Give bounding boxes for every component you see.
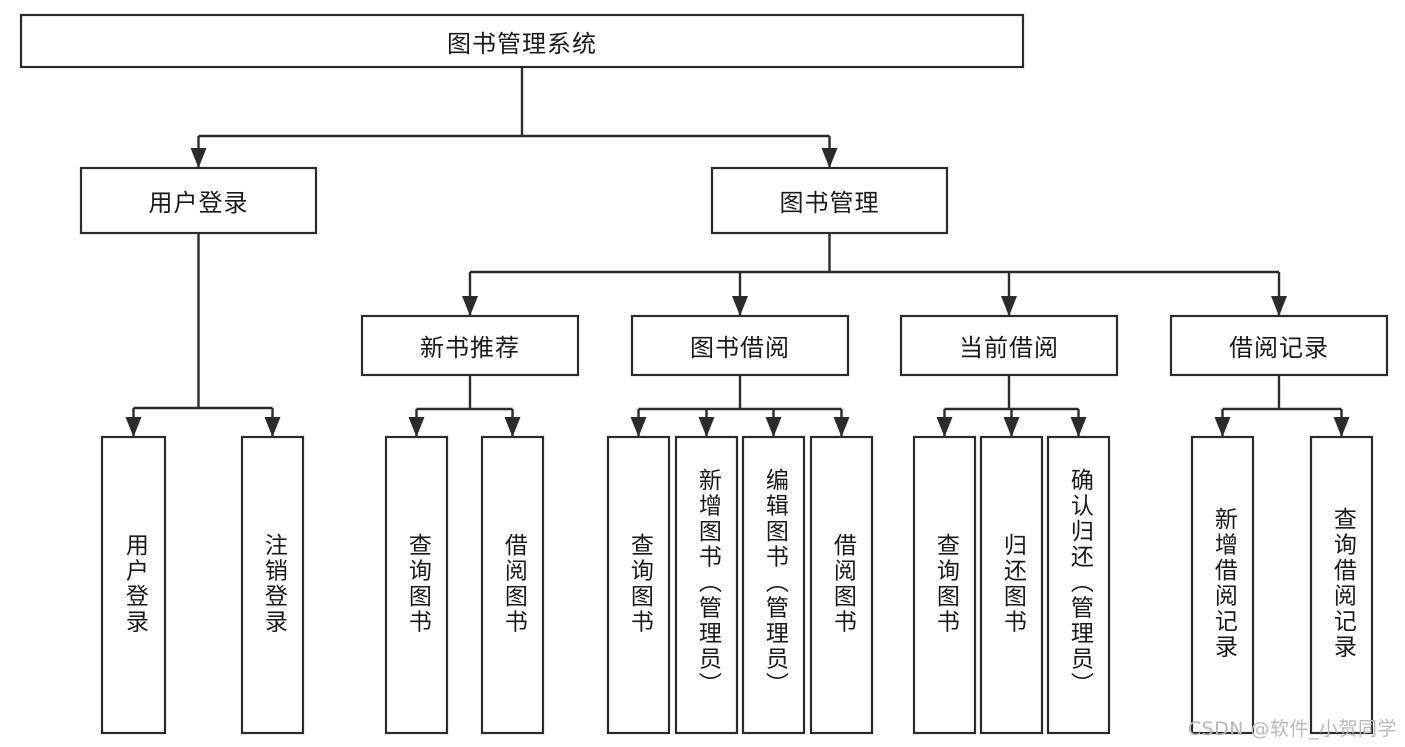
- connector-arrow-icon: [698, 417, 715, 437]
- connector-arrow-icon: [1214, 417, 1231, 437]
- node-box-new-book-recommend: [360, 314, 580, 377]
- node-box-current-borrow: [899, 314, 1119, 377]
- connector-arrow-icon: [190, 148, 207, 168]
- connector-arrow-icon: [408, 417, 425, 437]
- node-box-leaf-return-book: [979, 435, 1044, 735]
- connector-arrow-icon: [821, 148, 838, 168]
- node-box-leaf-add-borrow-record: [1190, 435, 1255, 735]
- connector-arrow-icon: [1333, 417, 1350, 437]
- node-boxes-layer: [19, 13, 1389, 735]
- connector-arrow-icon: [1003, 417, 1020, 437]
- node-box-leaf-borrow-book: [809, 435, 874, 735]
- node-box-root: [19, 13, 1025, 69]
- connector-arrow-icon: [1070, 417, 1087, 437]
- node-box-leaf-confirm-return-admin: [1046, 435, 1111, 735]
- connector-arrow-icon: [504, 417, 521, 437]
- node-box-leaf-borrow-book-recommend: [480, 435, 545, 735]
- connector-arrow-icon: [630, 417, 647, 437]
- node-box-leaf-query-book-recommend: [384, 435, 449, 735]
- connector-arrow-icon: [732, 296, 748, 316]
- node-box-leaf-query-book-borrow: [606, 435, 671, 735]
- connector-arrow-icon: [936, 417, 953, 437]
- node-box-leaf-edit-book-admin: [741, 435, 806, 735]
- node-box-leaf-user-login: [100, 435, 167, 735]
- connector-arrow-icon: [125, 417, 142, 437]
- node-box-leaf-logout-login: [240, 435, 305, 735]
- node-box-borrow-record: [1169, 314, 1389, 377]
- node-box-leaf-query-borrow-record: [1309, 435, 1374, 735]
- connector-arrow-icon: [264, 417, 281, 437]
- connector-arrow-icon: [1271, 296, 1287, 316]
- connector-arrow-icon: [765, 417, 782, 437]
- node-box-book-manage: [710, 166, 949, 235]
- connectors-layer: [125, 67, 1350, 437]
- connector-arrow-icon: [462, 296, 478, 316]
- connector-arrow-icon: [1001, 296, 1017, 316]
- node-box-leaf-query-book-current: [912, 435, 977, 735]
- connector-arrow-icon: [833, 417, 850, 437]
- watermark-text: CSDN @软件_小贺同学: [1187, 718, 1397, 740]
- node-box-user-login: [79, 166, 318, 235]
- node-box-leaf-add-book-admin: [674, 435, 739, 735]
- node-box-book-borrow: [630, 314, 850, 377]
